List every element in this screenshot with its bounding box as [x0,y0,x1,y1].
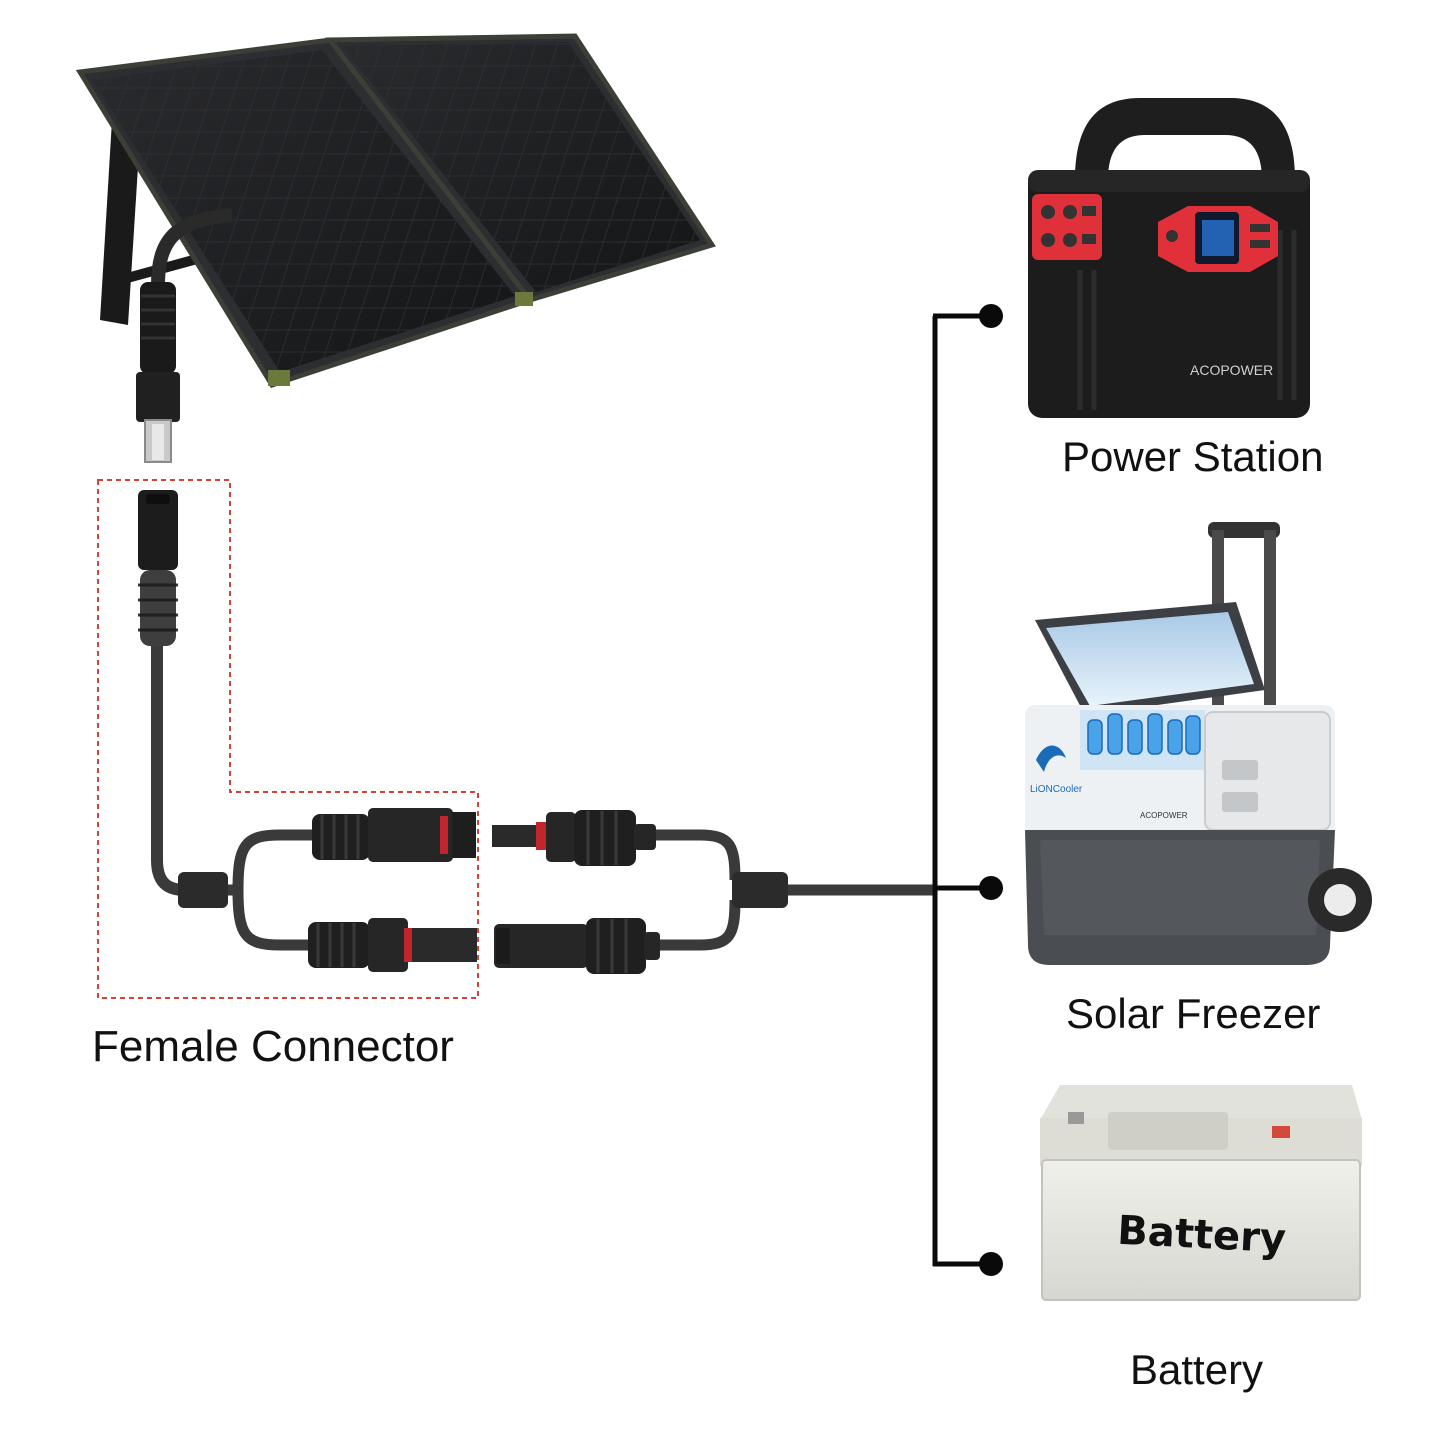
solar-freezer-label: Solar Freezer [1066,990,1321,1037]
solar-panel-icon [75,33,716,463]
battery-label: Battery [1130,1346,1264,1393]
freezer-brand: ACOPOWER [1140,811,1188,820]
female-connector-label: Female Connector [92,1022,454,1071]
distribution-bus [932,304,1003,1276]
power-station-icon: ACOPOWER [1028,98,1310,418]
bus-node-solar-freezer [979,876,1003,900]
battery-face-text: Battery [1116,1208,1287,1263]
y-splitter-cable-icon [97,479,935,999]
power-station-label: Power Station [1062,433,1324,480]
power-station-brand: ACOPOWER [1190,362,1273,378]
bus-node-battery [979,1252,1003,1276]
female-connector-outline [97,479,479,999]
battery-icon: Battery [1040,1085,1362,1301]
solar-freezer-icon: LiONCooler ACOPOWER [1025,522,1372,965]
bus-node-power-station [979,304,1003,328]
freezer-logo-text: LiONCooler [1030,784,1083,795]
